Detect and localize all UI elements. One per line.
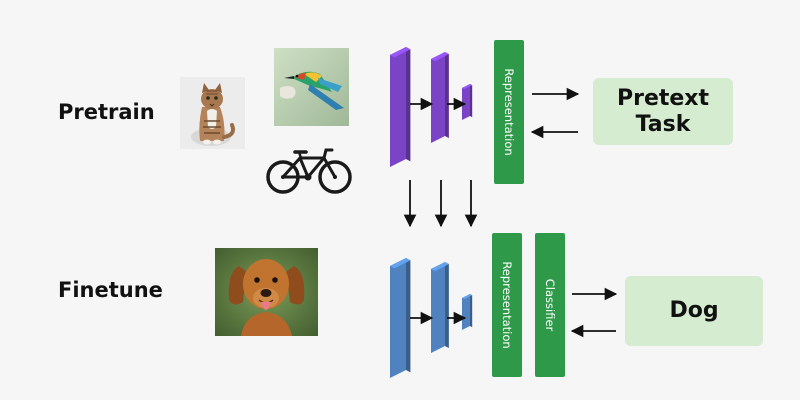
pretrain-representation-bar: Representation: [494, 40, 524, 184]
finetune-layer-2: [431, 262, 449, 353]
bicycle-icon: [264, 146, 354, 196]
dog-photo: [215, 248, 318, 336]
pretext-task-line1: Pretext: [616, 85, 710, 111]
bird-photo: [274, 48, 349, 126]
pretrain-layer-3: [462, 84, 473, 120]
classifier-bar: Classifier: [535, 233, 565, 377]
pretrain-layer-1: [390, 47, 411, 167]
cat-photo: [180, 77, 245, 149]
finetune-layer-1: [390, 258, 411, 378]
pretext-task-box: Pretext Task: [593, 78, 733, 145]
pretrain-layer-2: [431, 52, 449, 143]
dog-output-box: Dog: [625, 276, 763, 346]
pretrain-label: Pretrain: [58, 100, 155, 124]
pretext-task-line2: Task: [635, 111, 691, 137]
finetune-layer-3: [462, 294, 473, 330]
finetune-label: Finetune: [58, 278, 163, 302]
finetune-representation-bar: Representation: [492, 233, 522, 377]
dog-output-label: Dog: [669, 298, 719, 323]
